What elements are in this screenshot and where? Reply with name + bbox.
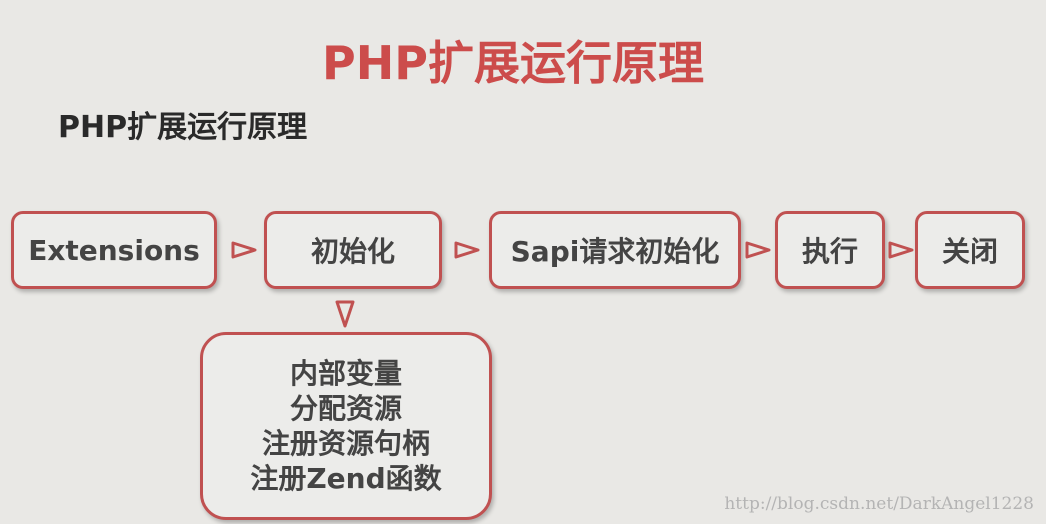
step-label: 关闭 xyxy=(941,235,998,268)
step-label: 初始化 xyxy=(310,235,395,268)
step-label: Sapi请求初始化 xyxy=(510,235,720,268)
init-detail-item: 注册Zend函数 xyxy=(250,462,442,495)
arrow-right-icon xyxy=(745,241,771,259)
arrow-right-icon xyxy=(888,241,914,259)
slide-title: PHP扩展运行原理 xyxy=(322,36,704,90)
step-label: 执行 xyxy=(801,235,858,268)
arrow-right-icon xyxy=(454,241,480,259)
arrow-right-icon xyxy=(231,241,257,259)
init-detail-item: 内部变量 xyxy=(289,357,402,390)
arrow-down-icon xyxy=(335,300,355,328)
step-execute: 执行 xyxy=(775,211,885,289)
init-detail-box: 内部变量 分配资源 注册资源句柄 注册Zend函数 xyxy=(200,332,492,520)
step-label: Extensions xyxy=(28,233,200,267)
step-sapi-request-init: Sapi请求初始化 xyxy=(489,211,741,289)
slide-subtitle: PHP扩展运行原理 xyxy=(58,110,308,145)
watermark: http://blog.csdn.net/DarkAngel1228 xyxy=(724,494,1034,514)
init-detail-item: 分配资源 xyxy=(289,392,402,425)
init-detail-item: 注册资源句柄 xyxy=(261,427,430,460)
step-shutdown: 关闭 xyxy=(915,211,1025,289)
step-initialize: 初始化 xyxy=(264,211,442,289)
step-extensions: Extensions xyxy=(11,211,217,289)
